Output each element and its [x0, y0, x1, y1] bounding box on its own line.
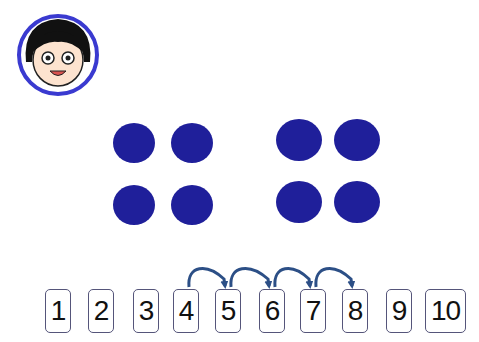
number-label: 7 — [306, 297, 321, 325]
number-label: 5 — [221, 297, 236, 325]
avatar — [19, 16, 97, 94]
avatar-ring — [19, 16, 97, 94]
eye — [62, 52, 74, 64]
counter-dot — [334, 119, 380, 161]
counter-dot — [171, 123, 213, 163]
counter-dot — [171, 185, 213, 225]
counter-dot — [276, 119, 322, 161]
mouth — [50, 71, 66, 76]
pupil — [46, 56, 51, 61]
counter-dot — [113, 123, 155, 163]
number-box: 5 — [215, 289, 241, 333]
number-label: 10 — [431, 297, 460, 325]
number-box: 7 — [300, 289, 326, 333]
number-box: 4 — [173, 289, 199, 333]
counter-dot — [334, 181, 380, 223]
hop-arrow — [275, 269, 310, 287]
number-label: 3 — [139, 297, 154, 325]
number-box: 2 — [88, 289, 114, 333]
number-label: 2 — [94, 297, 109, 325]
eye — [42, 52, 54, 64]
number-label: 9 — [392, 297, 407, 325]
number-label: 6 — [265, 297, 280, 325]
number-box: 1 — [45, 289, 71, 333]
number-box: 6 — [259, 289, 285, 333]
counter-dot — [276, 181, 322, 223]
number-box: 10 — [425, 289, 466, 333]
pupil — [66, 56, 71, 61]
hop-arrow — [189, 269, 225, 287]
hop-arrow — [316, 269, 352, 287]
counter-dot — [113, 185, 155, 225]
dots — [113, 119, 380, 225]
number-label: 8 — [348, 297, 363, 325]
fringe — [33, 32, 83, 52]
number-box: 9 — [386, 289, 412, 333]
hop-arrow — [231, 269, 269, 287]
number-label: 4 — [179, 297, 194, 325]
number-box: 3 — [133, 289, 159, 333]
number-box: 8 — [342, 289, 368, 333]
number-label: 1 — [51, 297, 66, 325]
